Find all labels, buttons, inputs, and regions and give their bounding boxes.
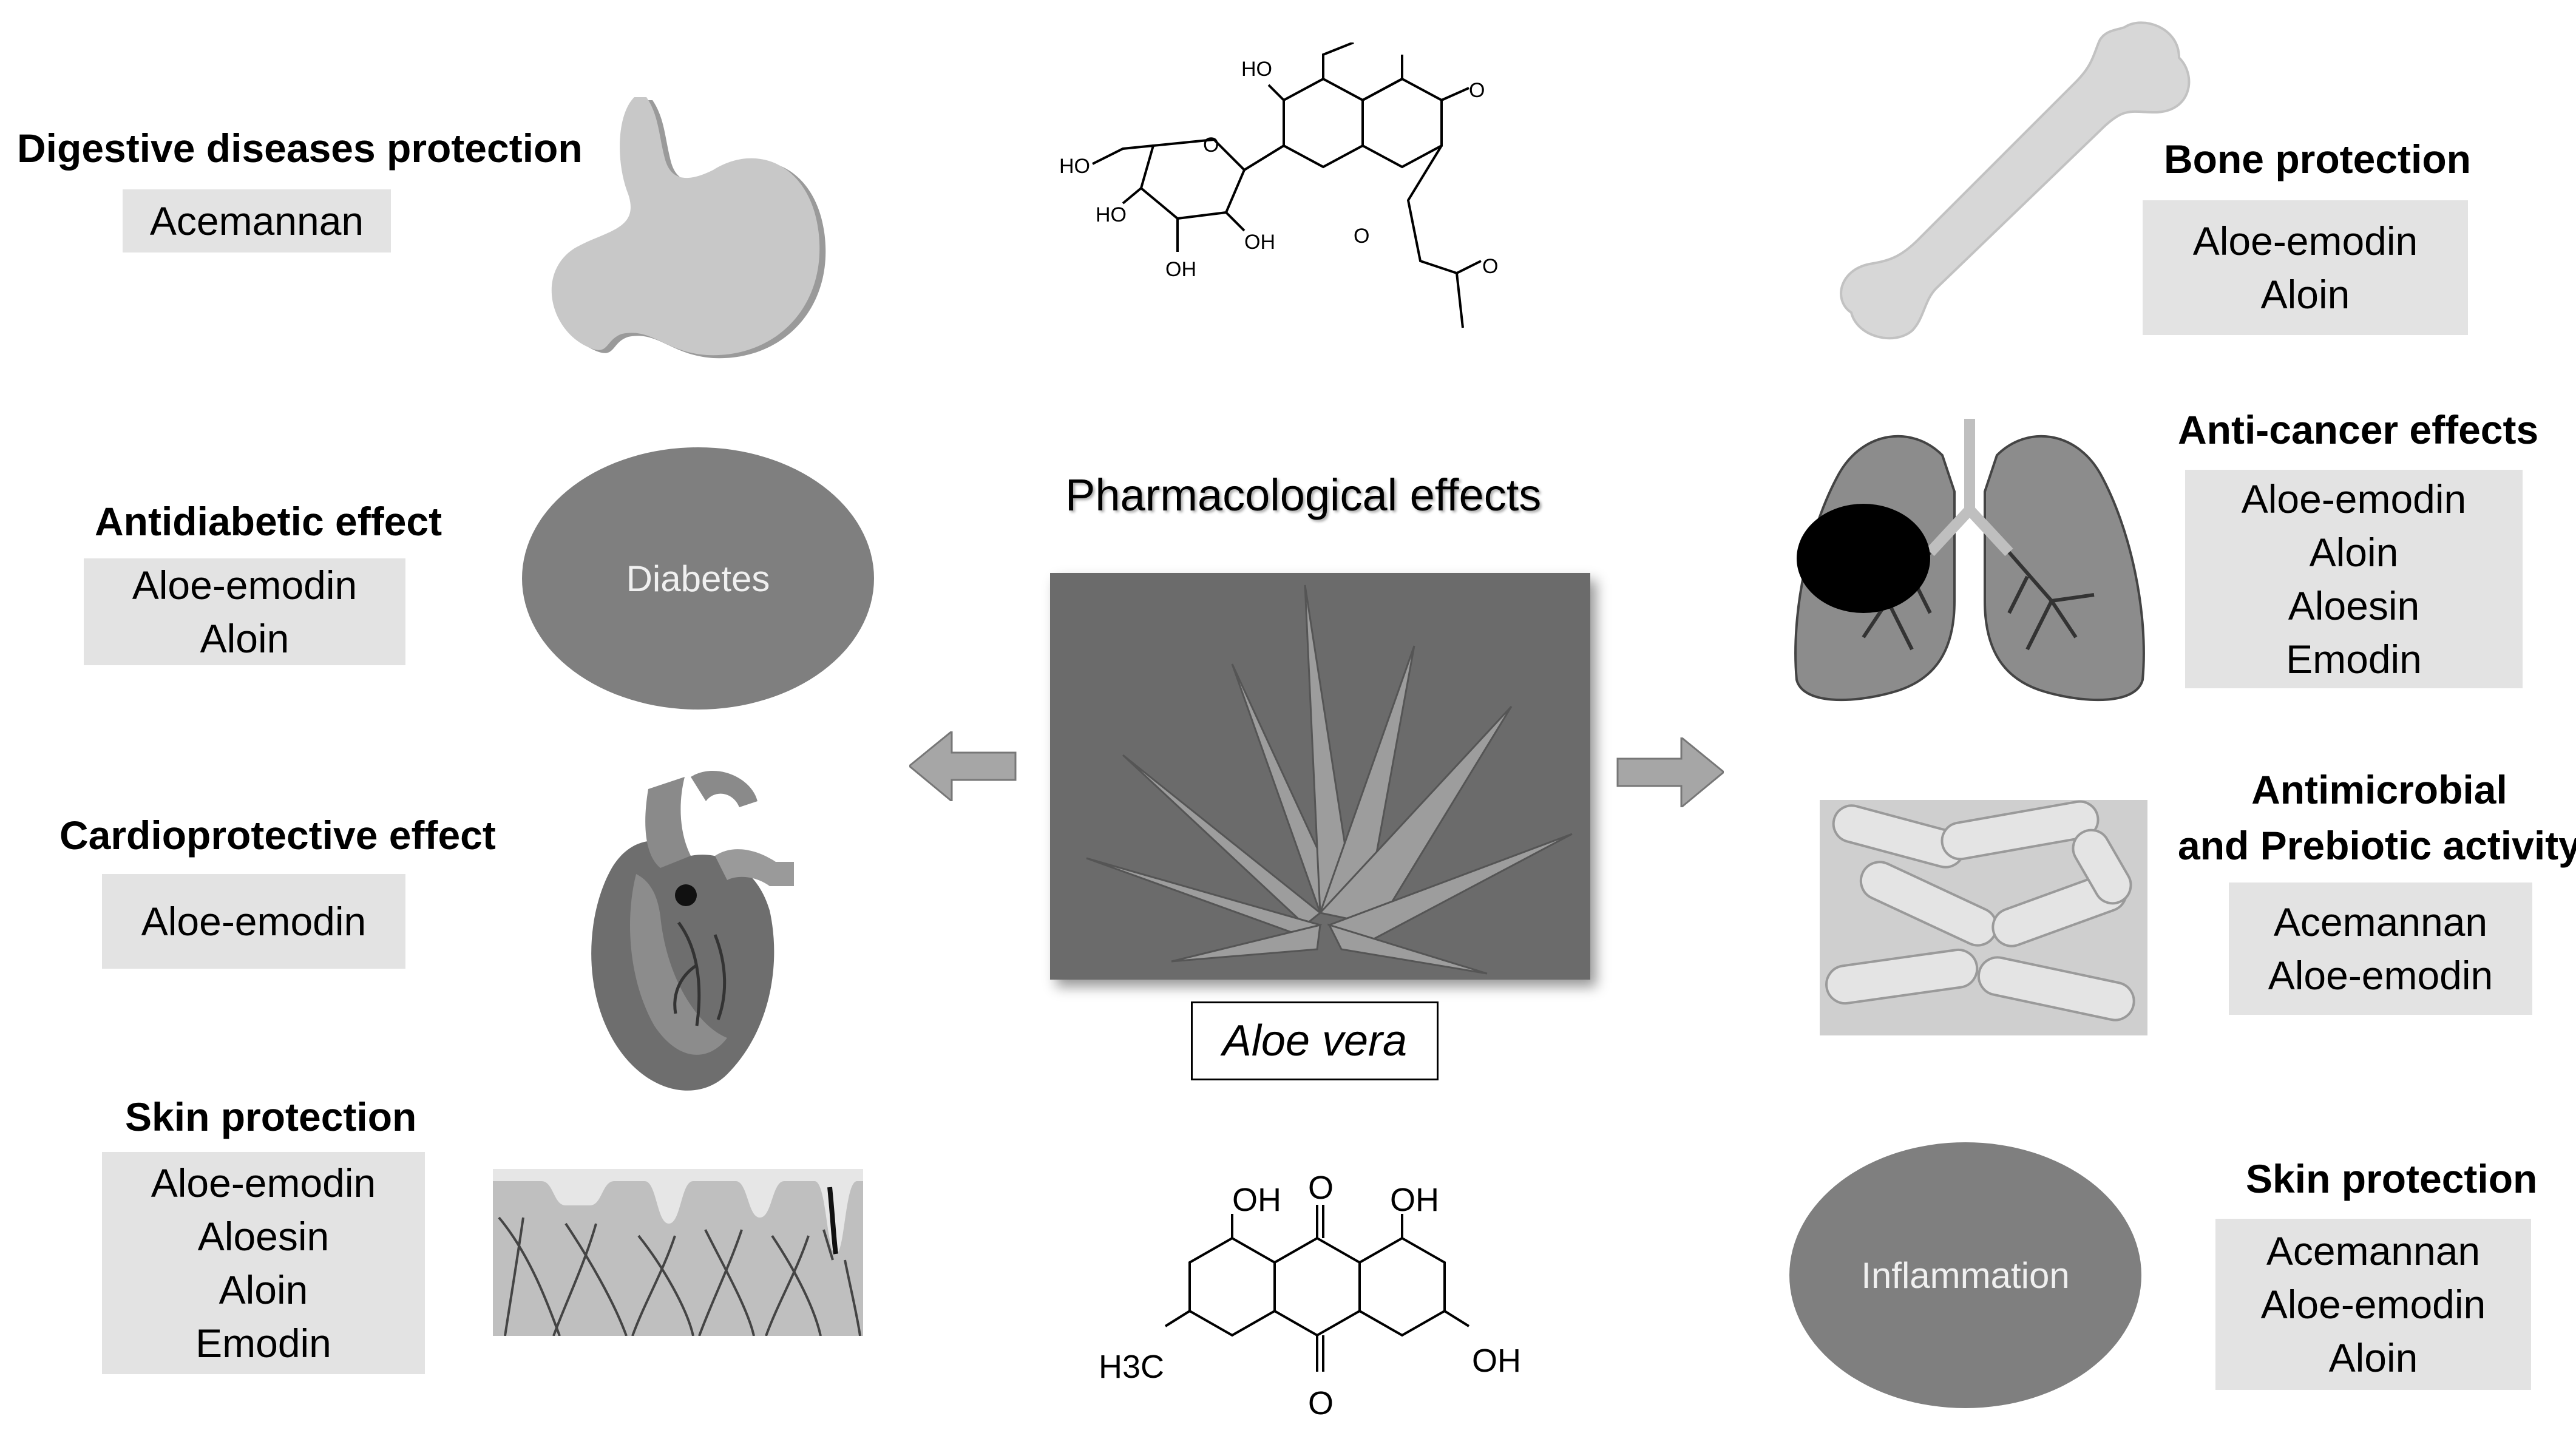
label: O [1469,79,1485,102]
title-digestive: Digestive diseases protection [17,126,583,171]
aloe-vera-photo [1050,573,1590,980]
arrow-left-icon [909,731,1017,801]
compounds-antidiabetic: Aloe-emodin Aloin [84,558,405,665]
compound: Acemannan [2266,1228,2481,1273]
compound: Aloe-emodin [2268,953,2493,998]
compounds-antimicrobial: Acemannan Aloe-emodin [2229,883,2532,1015]
label: O [1354,225,1369,248]
diabetes-label: Diabetes [626,558,770,599]
compound: Aloe-emodin [151,1160,376,1205]
title-line: and Prebiotic activity [2178,823,2576,868]
title-antimicrobial: Antimicrobial and Prebiotic activity [2178,762,2576,873]
stomach-icon [551,97,826,359]
compounds-cardioprotective: Aloe-emodin [102,874,405,969]
title-skin-left: Skin protection [125,1094,417,1139]
inflammation-ellipse: Inflammation [1789,1142,2141,1408]
label: O [1308,1385,1334,1421]
lungs-icon [1794,419,2145,702]
compounds-digestive: Acemannan [123,189,391,252]
label: O [1203,134,1219,157]
compound: Emodin [2286,637,2422,682]
compound: Acemannan [2273,899,2488,944]
compound: Acemannan [149,198,364,243]
arrow-right-icon [1616,737,1724,807]
label: O [1308,1171,1334,1206]
compounds-skin-right: Acemannan Aloe-emodin Aloin [2215,1219,2531,1390]
label: H3C [1099,1349,1164,1385]
inflammation-label: Inflammation [1861,1255,2070,1296]
compound: Aloin [200,616,290,661]
compound: Aloin [2328,1335,2418,1380]
compound: Aloe-emodin [141,899,367,944]
label: OH [1244,231,1275,254]
compound: Emodin [195,1321,331,1366]
title-anticancer: Anti-cancer effects [2178,407,2539,452]
skin-layer-icon [493,1169,863,1336]
compounds-anticancer: Aloe-emodin Aloin Aloesin Emodin [2185,470,2523,688]
label: O [1482,255,1498,278]
center-heading: Pharmacological effects [1065,470,1542,520]
label: OH [1232,1182,1281,1218]
aloesin-structure: HO HO HO OH OH O O O O [1059,42,1498,328]
compounds-skin-left: Aloe-emodin Aloesin Aloin Emodin [102,1152,425,1374]
compounds-bone: Aloe-emodin Aloin [2143,200,2468,335]
title-skin-right: Skin protection [2246,1156,2538,1201]
label: HO [1241,58,1272,81]
compound: Aloin [2309,530,2399,575]
title-line: Antimicrobial [2251,767,2507,812]
compound: Aloin [219,1267,308,1312]
emodin-structure: OH O OH H3C OH O [1099,1171,1521,1421]
compound: Aloe-emodin [2260,1282,2486,1327]
bone-icon [1840,21,2191,340]
compound: Aloe-emodin [2192,219,2418,263]
label: HO [1096,203,1127,226]
compound: Aloe-emodin [132,563,358,608]
label: OH [1472,1343,1521,1379]
bacteria-icon [1820,800,2147,1035]
compound: Aloe-emodin [2241,476,2467,521]
label: OH [1390,1182,1439,1218]
compound: Aloesin [197,1214,330,1259]
compound: Aloesin [2288,583,2420,628]
aloe-vera-label-box: Aloe vera [1191,1001,1439,1080]
compound: Aloin [2260,272,2350,317]
title-antidiabetic: Antidiabetic effect [95,499,442,544]
diabetes-ellipse: Diabetes [522,447,874,710]
title-cardioprotective: Cardioprotective effect [59,813,496,858]
heart-icon [591,770,794,1091]
label: HO [1059,155,1090,178]
label: OH [1165,258,1196,281]
title-bone: Bone protection [2164,137,2471,181]
aloe-vera-label: Aloe vera [1222,1017,1408,1065]
